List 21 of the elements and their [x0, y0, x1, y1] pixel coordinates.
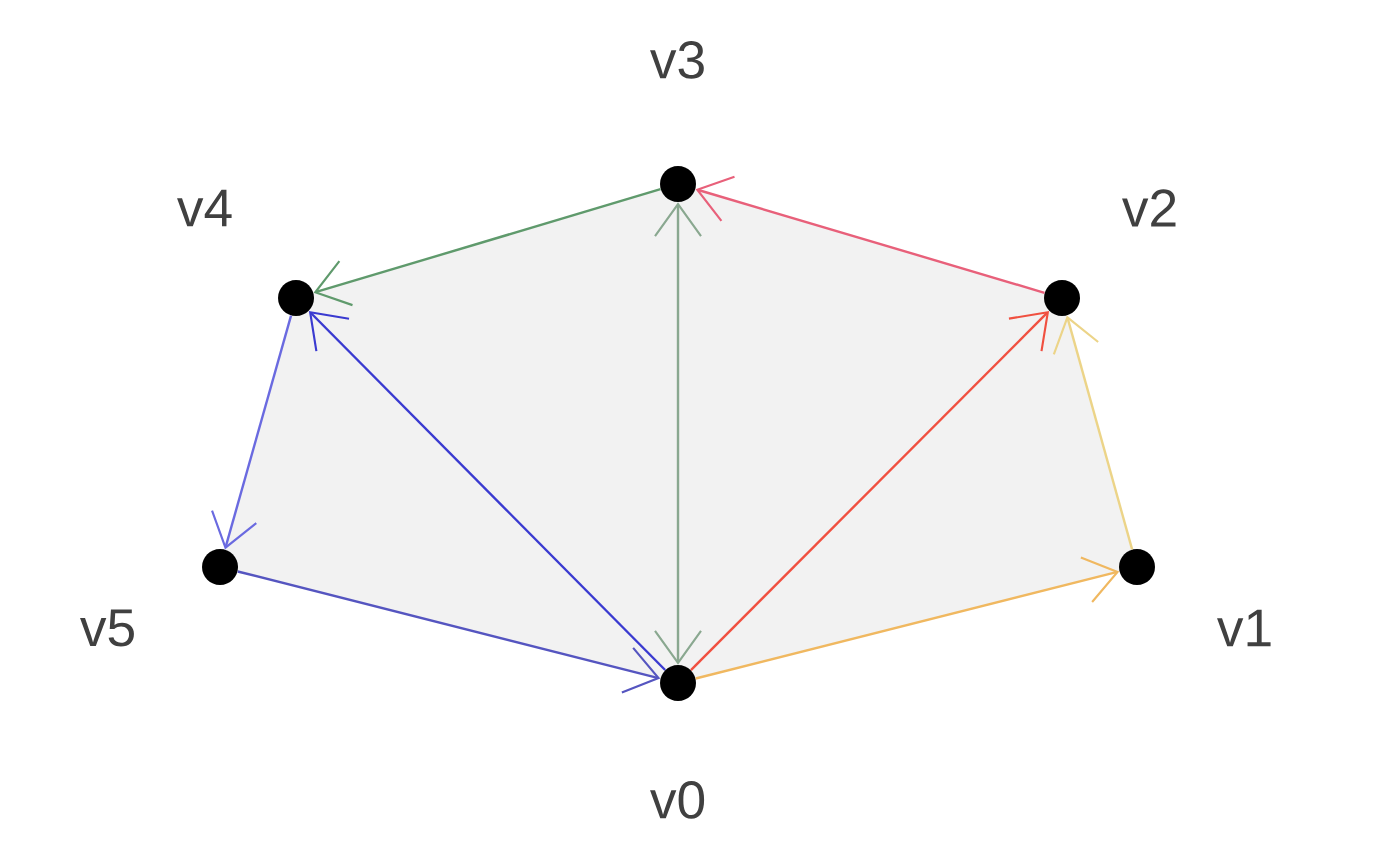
vertex-label: v4 [177, 189, 232, 227]
vertex-dot [278, 280, 314, 316]
arrow [308, 310, 666, 671]
vertex-dot [660, 665, 696, 701]
vertex-label: v3 [650, 41, 704, 79]
vertex-label: v2 [1122, 189, 1176, 227]
vertex-dot [202, 549, 238, 585]
arrow [690, 310, 1050, 671]
arrow [1052, 315, 1134, 550]
vertex-dot [1119, 549, 1155, 585]
arrow [654, 202, 702, 665]
vertex-label: v0 [650, 781, 705, 819]
arrow [695, 175, 1045, 294]
vertex-dot [660, 166, 696, 202]
arrow [695, 556, 1120, 680]
arrow [313, 188, 661, 307]
arrow [237, 570, 661, 694]
vertex-label: v1 [1217, 609, 1271, 647]
vertex-dot [1044, 280, 1080, 316]
arrow [211, 315, 293, 550]
vertex-label: v5 [80, 609, 134, 647]
